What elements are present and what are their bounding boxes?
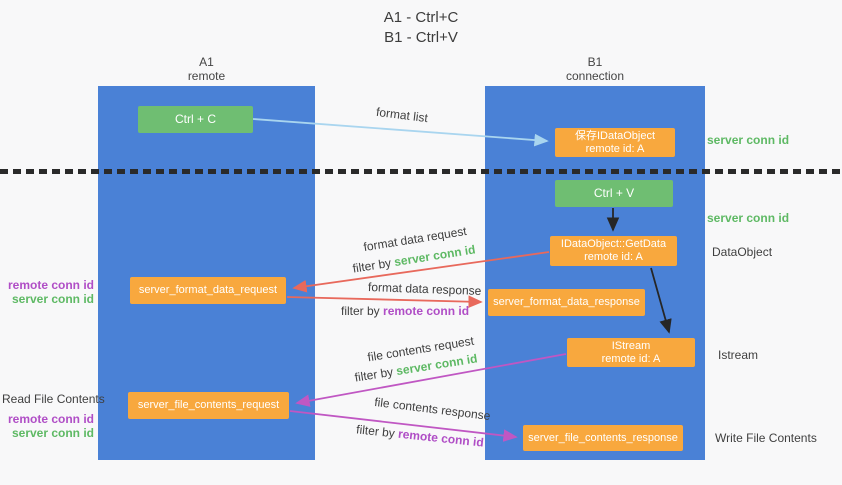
label-file-contents-response: file contents response [373, 394, 492, 424]
filter-by-text: filter by [341, 304, 380, 318]
node-server-format-data-request-label: server_format_data_request [138, 284, 278, 296]
title-line-2: B1 - Ctrl+V [384, 29, 458, 46]
node-server-file-contents-response: server_file_contents_response [523, 425, 683, 451]
node-istream: IStream remote id: A [567, 338, 695, 367]
label-server-conn-id: server conn id [11, 292, 94, 306]
node-server-file-contents-response-label: server_file_contents_response [528, 431, 678, 444]
label-filter-by-remote-conn-id-2: filter by remote conn id [356, 422, 485, 449]
filter-by-text: filter by [353, 364, 395, 385]
node-server-format-data-response: server_format_data_response [488, 289, 645, 316]
column-a1-name: A1 [199, 55, 214, 69]
node-server-format-data-response-label: server_format_data_response [493, 296, 640, 308]
phase-separator-dotted-line [0, 169, 842, 174]
title-line-1: A1 - Ctrl+C [383, 9, 459, 26]
column-b1-name: B1 [587, 55, 603, 69]
node-ctrl-v: Ctrl + V [555, 180, 673, 207]
label-format-data-response: format data response [367, 280, 482, 298]
node-ctrl-c-label: Ctrl + C [174, 112, 216, 126]
node-ctrl-c: Ctrl + C [138, 106, 253, 133]
label-filter-by-remote-conn-id-1: filter by remote conn id [341, 304, 469, 318]
node-save-idataobject: 保存IDataObject remote id: A [555, 128, 675, 157]
node-getdata-line2: remote id: A [584, 251, 643, 263]
label-server-conn-id-top-right: server conn id [707, 133, 790, 147]
label-format-list: format list [375, 104, 429, 126]
label-remote-conn-id: remote conn id [8, 278, 95, 292]
column-a1-subtitle: remote [187, 69, 226, 83]
node-istream-line2: remote id: A [601, 352, 661, 365]
label-read-file-contents: Read File Contents [2, 392, 105, 406]
diagram-title: A1 - Ctrl+C B1 - Ctrl+V [301, 8, 541, 48]
label-istream-side: Istream [718, 348, 759, 362]
column-b1-subtitle: connection [565, 69, 625, 83]
label-server-conn-id-mid-right: server conn id [707, 211, 790, 225]
node-server-file-contents-request-label: server_file_contents_request [137, 399, 280, 411]
remote-conn-id-text: remote conn id [397, 426, 485, 450]
node-getdata-line1: IDataObject::GetData [560, 238, 667, 250]
node-idataobject-getdata: IDataObject::GetData remote id: A [550, 236, 677, 266]
node-server-format-data-request: server_format_data_request [130, 277, 286, 304]
column-header-a1: A1 remote [98, 55, 315, 83]
column-header-b1: B1 connection [485, 55, 705, 83]
node-server-file-contents-request: server_file_contents_request [128, 392, 289, 419]
arrow-format-data-response [286, 295, 483, 308]
remote-conn-id-text: remote conn id [383, 304, 470, 318]
label-stack-format-request-ids: remote conn id server conn id [8, 278, 94, 306]
filter-by-text: filter by [351, 255, 393, 276]
label-write-file-contents: Write File Contents [715, 431, 817, 445]
node-save-idataobject-line2: remote id: A [585, 142, 645, 155]
node-ctrl-v-label: Ctrl + V [593, 186, 635, 200]
node-save-idataobject-line1: 保存IDataObject [574, 129, 656, 142]
label-server-conn-id: server conn id [11, 426, 94, 440]
filter-by-text: filter by [355, 422, 396, 441]
label-stack-file-request-ids: Read File Contents remote conn id server… [2, 392, 105, 440]
label-remote-conn-id: remote conn id [7, 412, 94, 426]
label-dataobject: DataObject [712, 245, 773, 259]
node-istream-line1: IStream [611, 339, 651, 352]
